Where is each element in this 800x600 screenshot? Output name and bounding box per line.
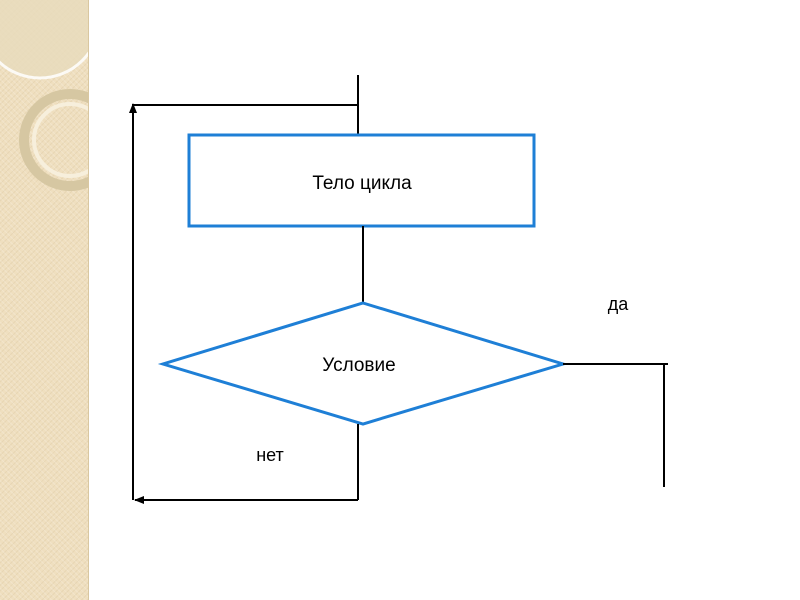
no-label: нет (256, 445, 284, 465)
condition-label: Условие (322, 355, 395, 376)
process-label: Тело цикла (312, 173, 412, 194)
yes-label: да (608, 294, 630, 314)
